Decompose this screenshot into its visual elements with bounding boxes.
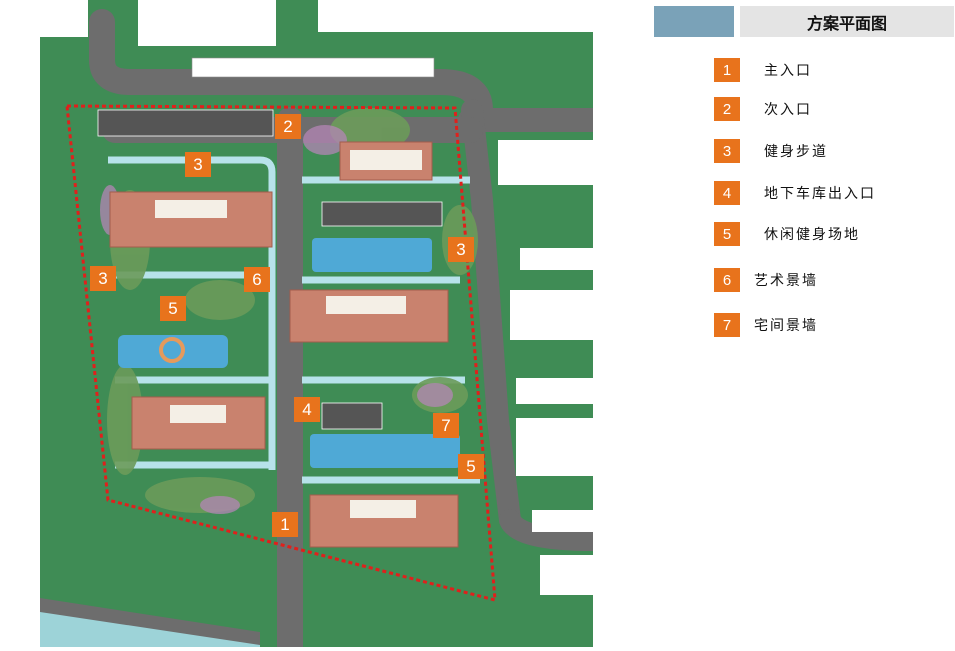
legend-item: 3 健身步道 [714,139,828,163]
map-marker-main-entrance: 1 [272,512,298,537]
legend-badge: 7 [714,313,740,337]
legend-label: 地下车库出入口 [764,186,876,202]
legend-badge: 4 [714,181,740,205]
site-plan-map [40,0,605,651]
legend-item: 6 艺术景墙 [714,268,818,292]
legend-item: 2 次入口 [714,97,812,121]
legend-label: 次入口 [764,102,812,118]
legend-badge: 6 [714,268,740,292]
map-marker-leisure-area-west: 5 [160,296,186,321]
map-marker-courtyard-wall: 7 [433,413,459,438]
legend-badge: 2 [714,97,740,121]
legend-badge: 1 [714,58,740,82]
legend-label: 休闲健身场地 [764,227,860,243]
legend-badge: 5 [714,222,740,246]
legend-label: 宅间景墙 [754,318,818,334]
map-marker-art-wall: 6 [244,267,270,292]
map-marker-fitness-trail-west: 3 [90,266,116,291]
legend-label: 主入口 [764,63,812,79]
legend-item: 7 宅间景墙 [714,313,818,337]
map-marker-fitness-trail-east: 3 [448,237,474,262]
legend-label: 健身步道 [764,144,828,160]
map-marker-fitness-trail-north: 3 [185,152,211,177]
legend-item: 1 主入口 [714,58,812,82]
legend-item: 4 地下车库出入口 [714,181,876,205]
legend-item: 5 休闲健身场地 [714,222,860,246]
map-marker-secondary-entrance: 2 [275,114,301,139]
header-accent-bar [654,6,734,37]
page-title: 方案平面图 [740,6,954,37]
map-marker-garage-entrance: 4 [294,397,320,422]
legend-badge: 3 [714,139,740,163]
map-marker-leisure-area-east: 5 [458,454,484,479]
legend-label: 艺术景墙 [754,273,818,289]
